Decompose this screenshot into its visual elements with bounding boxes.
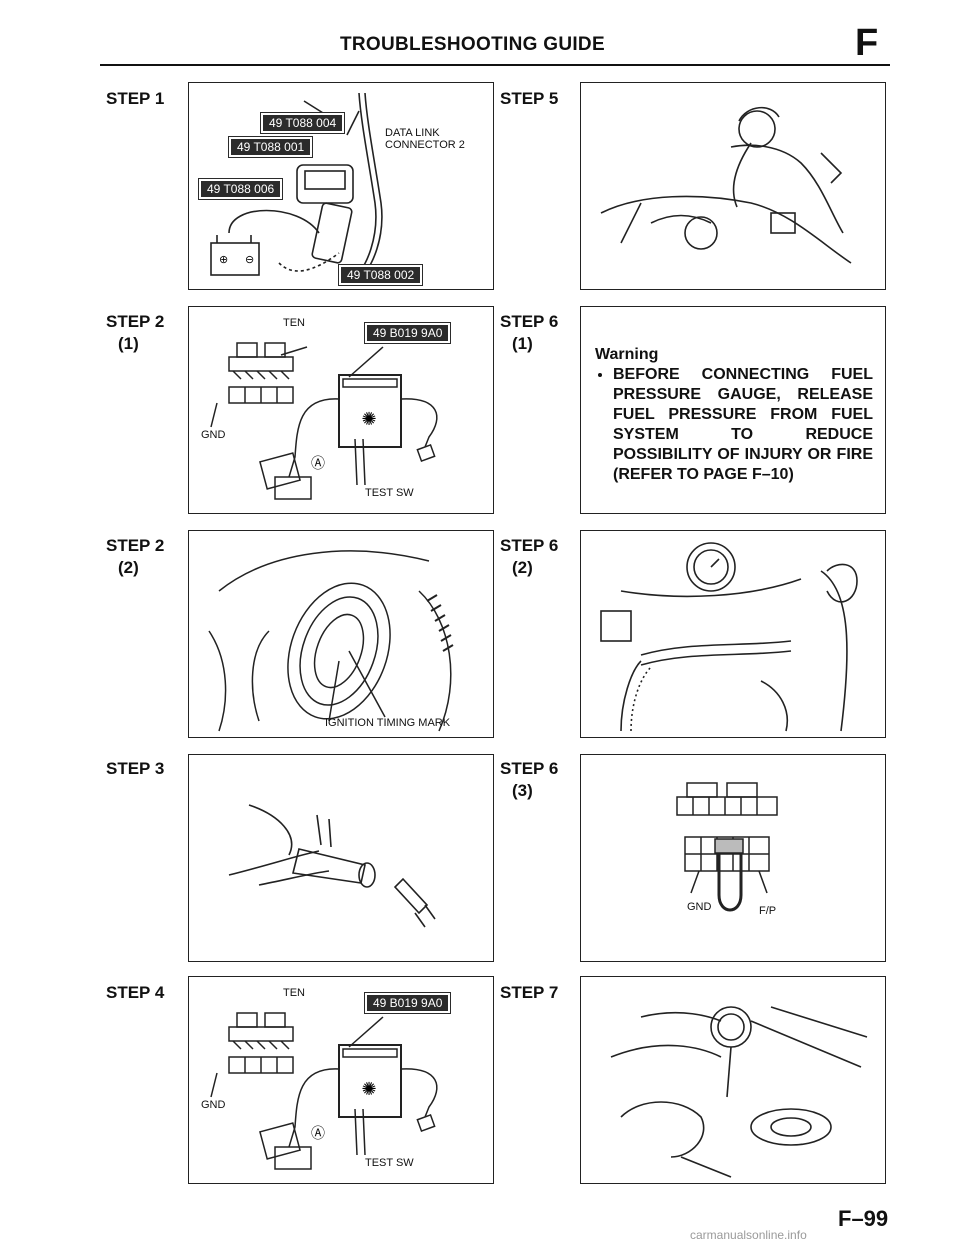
ten-label: TEN [283,317,305,329]
step-6-2-label: STEP 6(2) [500,536,559,577]
tool-tag-49-t088-001: 49 T088 001 [227,136,314,158]
step-3-illustration [188,754,494,962]
step-4-label: STEP 4 [106,983,165,1002]
step-5-illustration [580,82,886,290]
step-3-label: STEP 3 [106,759,165,778]
tool-tag-49-b019-9a0: 49 B019 9A0 [363,992,452,1014]
step-2-1-label: STEP 2(1) [106,312,165,353]
gnd-label: GND [201,429,226,441]
step-6-1-warning-box: Warning BEFORE CONNECTING FUEL PRESSURE … [580,306,886,514]
crank-pulley-drawing [208,550,454,732]
circle-a-label: Ⓐ [311,455,325,471]
gnd-label: GND [687,901,712,913]
svg-text:✺: ✺ [361,1079,376,1099]
warning-block: Warning BEFORE CONNECTING FUEL PRESSURE … [595,345,873,485]
system-selector-drawing: ✺ [210,342,438,500]
step-2-1-illustration: ✺ TEN 49 B019 9A0 GND Ⓐ TEST SW [188,306,494,514]
system-selector-drawing-2: ✺ [210,1012,438,1170]
step-1-illustration: ⊕ ⊖ 49 T088 004 49 T088 001 49 T088 006 … [188,82,494,290]
ten-label: TEN [283,987,305,999]
step-7-illustration [580,976,886,1184]
fuel-pressure-gauge-drawing [600,542,858,732]
step-2-2-illustration: IGNITION TIMING MARK [188,530,494,738]
svg-text:⊕: ⊕ [219,254,228,266]
page-number: F–99 [838,1206,889,1231]
step-6-3-illustration: GND F/P [580,754,886,962]
section-letter: F [855,22,879,64]
check-connector-jumper-drawing [676,782,778,912]
test-sw-label: TEST SW [365,1157,414,1169]
tool-tag-49-t088-004: 49 T088 004 [259,112,346,134]
gnd-label: GND [201,1099,226,1111]
step-7-label: STEP 7 [500,983,559,1002]
circle-a-label: Ⓐ [311,1125,325,1141]
step-4-illustration: ✺ TEN 49 B019 9A0 GND Ⓐ TEST SW [188,976,494,1184]
header-rule [100,64,890,66]
fp-label: F/P [759,905,777,917]
ignition-timing-mark-label: IGNITION TIMING MARK [325,717,451,729]
tool-tag-49-b019-9a0: 49 B019 9A0 [363,322,452,344]
step-5-label: STEP 5 [500,89,559,108]
tool-tag-49-t088-006: 49 T088 006 [197,178,284,200]
tool-tag-49-t088-002: 49 T088 002 [337,264,424,286]
watermark: carmanualsonline.info [690,1228,807,1242]
step-2-2-label: STEP 2(2) [106,536,165,577]
test-sw-label: TEST SW [365,487,414,499]
svg-text:✺: ✺ [361,409,376,429]
engine-gauge-drawing [610,1006,868,1178]
step-6-3-label: STEP 6(3) [500,759,559,800]
step-6-1-label: STEP 6(1) [500,312,559,353]
spark-plug-wire-drawing [228,804,436,928]
scan-tool-connection-drawing: ⊕ ⊖ [210,92,383,284]
page-title: TROUBLESHOOTING GUIDE [340,34,605,55]
mechanic-stethoscope-drawing [600,106,852,264]
step-6-2-illustration [580,530,886,738]
warning-title: Warning [595,346,659,363]
svg-text:⊖: ⊖ [245,254,254,266]
warning-text: BEFORE CONNECTING FUEL PRESSURE GAUGE, R… [613,365,873,485]
step-1-label: STEP 1 [106,89,165,108]
